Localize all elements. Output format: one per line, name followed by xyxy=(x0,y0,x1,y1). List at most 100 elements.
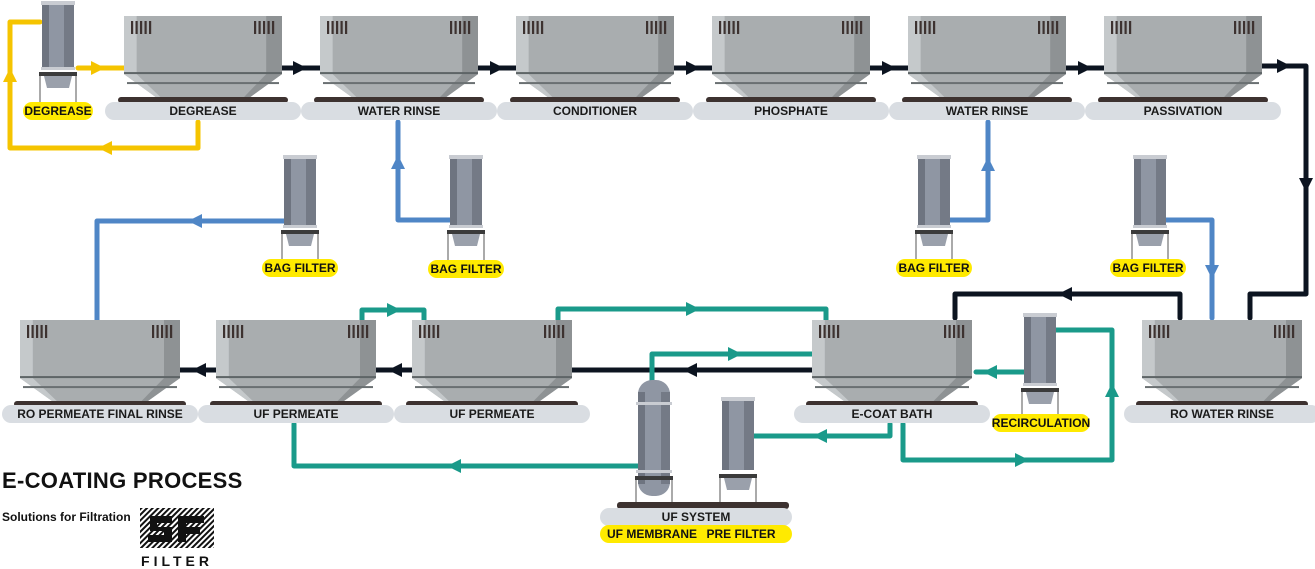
subtitle: Solutions for Filtration xyxy=(2,510,131,524)
vent-icon xyxy=(819,325,840,338)
tank-degrease[interactable] xyxy=(118,16,288,103)
uf-system-sublabels: UF MEMBRANE PRE FILTER xyxy=(600,525,792,543)
ecoat-to-uf-membrane xyxy=(649,351,815,385)
vent-icon xyxy=(646,21,667,34)
main-line-down xyxy=(1247,63,1309,321)
prefilter-feed-arrow-icon xyxy=(813,429,827,443)
tank-water-rinse-1-body xyxy=(319,16,478,97)
vent-icon xyxy=(152,325,173,338)
pipes-layer xyxy=(3,19,1313,473)
pre-filter-label: PRE FILTER xyxy=(706,527,775,541)
tank-label-water-rinse-1-text: WATER RINSE xyxy=(358,104,440,118)
tank-uf-permeate-1[interactable] xyxy=(210,320,382,407)
tank-water-rinse-1[interactable] xyxy=(314,16,484,103)
tank-conditioner-base xyxy=(510,96,680,103)
filter-label-bag-filter-3: BAG FILTER xyxy=(896,259,972,277)
vent-icon xyxy=(327,21,348,34)
tank-degrease-body xyxy=(123,16,282,97)
recirc-loop-right-arrow-icon xyxy=(1015,453,1029,467)
filter-label-bag-filter-2: BAG FILTER xyxy=(428,260,504,278)
tank-passivation[interactable] xyxy=(1098,16,1268,103)
uf-system-base xyxy=(617,502,789,509)
vent-icon xyxy=(223,325,244,338)
filter-label-degrease: DEGREASE xyxy=(23,102,93,120)
rinse-loop-2-arrow-icon xyxy=(981,157,995,171)
tank-water-rinse-2-base xyxy=(902,96,1072,103)
filter-label-bag-filter-1-text: BAG FILTER xyxy=(264,261,335,275)
main-bottom-3-arrow-icon xyxy=(192,363,206,377)
main-line-down-arrow-icon xyxy=(1277,59,1291,73)
membrane-to-uf-permeate-arrow-icon xyxy=(447,459,461,473)
membrane-to-uf-permeate xyxy=(291,421,641,469)
tank-label-uf-permeate-2-text: UF PERMEATE xyxy=(449,407,534,421)
tank-water-rinse-2[interactable] xyxy=(902,16,1072,103)
filter-label-bag-filter-4: BAG FILTER xyxy=(1110,259,1186,277)
tank-label-e-coat-bath-text: E-COAT BATH xyxy=(852,407,933,421)
sf-logo-mark-icon xyxy=(140,508,214,548)
vent-icon xyxy=(1111,21,1132,34)
tank-label-e-coat-bath: E-COAT BATH xyxy=(794,405,990,423)
main-3-arrow-icon xyxy=(686,61,700,75)
tank-label-degrease-text: DEGREASE xyxy=(169,104,236,118)
bag-filter-3[interactable] xyxy=(915,155,953,260)
tank-phosphate[interactable] xyxy=(706,16,876,103)
vent-icon xyxy=(450,21,471,34)
tank-label-uf-permeate-1: UF PERMEATE xyxy=(198,405,394,423)
filter-label-bag-filter-3-text: BAG FILTER xyxy=(898,261,969,275)
filter-label-bag-filter-4-text: BAG FILTER xyxy=(1112,261,1183,275)
tank-label-passivation-text: PASSIVATION xyxy=(1144,104,1223,118)
uf-system[interactable] xyxy=(617,380,789,509)
vent-icon xyxy=(254,21,275,34)
vent-icon xyxy=(1234,21,1255,34)
tank-conditioner[interactable] xyxy=(510,16,680,103)
pre-filter-vessel[interactable] xyxy=(719,397,757,503)
vent-icon xyxy=(944,325,965,338)
uf-permeate-transfer-arrow-icon xyxy=(387,303,401,317)
prefilter-feed xyxy=(751,421,893,439)
ro-to-ecoat-arrow-icon xyxy=(1058,287,1072,301)
ecoat-to-uf-membrane-arrow-icon xyxy=(728,347,742,361)
rinse-loop-4-arrow-icon xyxy=(188,214,202,228)
uf-membrane-label: UF MEMBRANE xyxy=(607,527,697,541)
tank-label-ro-water-rinse: RO WATER RINSE xyxy=(1124,405,1315,423)
tank-e-coat-bath-body xyxy=(812,320,972,401)
bag-filter-1[interactable] xyxy=(281,155,319,260)
tank-uf-permeate-2[interactable] xyxy=(406,320,578,407)
tank-label-uf-permeate-1-text: UF PERMEATE xyxy=(253,407,338,421)
tank-label-ro-water-rinse-text: RO WATER RINSE xyxy=(1170,407,1274,421)
bag-filter-4[interactable] xyxy=(1131,155,1169,260)
tank-label-ro-permeate-final-rinse: RO PERMEATE FINAL RINSE xyxy=(2,405,198,423)
tank-ro-water-rinse-body xyxy=(1142,320,1302,401)
tank-label-uf-permeate-2: UF PERMEATE xyxy=(394,405,590,423)
vent-icon xyxy=(544,325,565,338)
bag-filter-2[interactable] xyxy=(447,155,485,260)
tank-passivation-body xyxy=(1104,16,1262,97)
tank-label-phosphate: PHOSPHATE xyxy=(693,102,889,120)
filter-label-recirculation-text: RECIRCULATION xyxy=(992,416,1090,430)
tank-phosphate-base xyxy=(706,96,876,103)
vent-icon xyxy=(1149,325,1170,338)
tank-ro-permeate-final-rinse[interactable] xyxy=(14,320,186,407)
tank-uf-permeate-2-body xyxy=(412,320,572,401)
main-5-arrow-icon xyxy=(1078,61,1092,75)
tank-conditioner-body xyxy=(516,16,674,97)
main-bottom-1-arrow-icon xyxy=(683,363,697,377)
tank-ro-water-rinse[interactable] xyxy=(1136,320,1308,407)
uf-membrane-vessel[interactable] xyxy=(635,380,673,503)
recirc-return-arrow-icon xyxy=(983,365,997,379)
degrease-filter[interactable] xyxy=(39,1,77,102)
recirculation-filter[interactable] xyxy=(1021,313,1059,418)
tank-e-coat-bath[interactable] xyxy=(806,320,978,407)
filter-label-bag-filter-2-text: BAG FILTER xyxy=(430,262,501,276)
tank-label-degrease: DEGREASE xyxy=(105,102,301,120)
degrease-feed-arrow-icon xyxy=(91,61,105,75)
main-2-arrow-icon xyxy=(490,61,504,75)
tank-label-water-rinse-2: WATER RINSE xyxy=(889,102,1085,120)
tank-label-passivation: PASSIVATION xyxy=(1085,102,1281,120)
tank-label-conditioner-text: CONDITIONER xyxy=(553,104,637,118)
tank-label-conditioner: CONDITIONER xyxy=(497,102,693,120)
vent-icon xyxy=(419,325,440,338)
rinse-loop-3 xyxy=(1161,217,1215,321)
